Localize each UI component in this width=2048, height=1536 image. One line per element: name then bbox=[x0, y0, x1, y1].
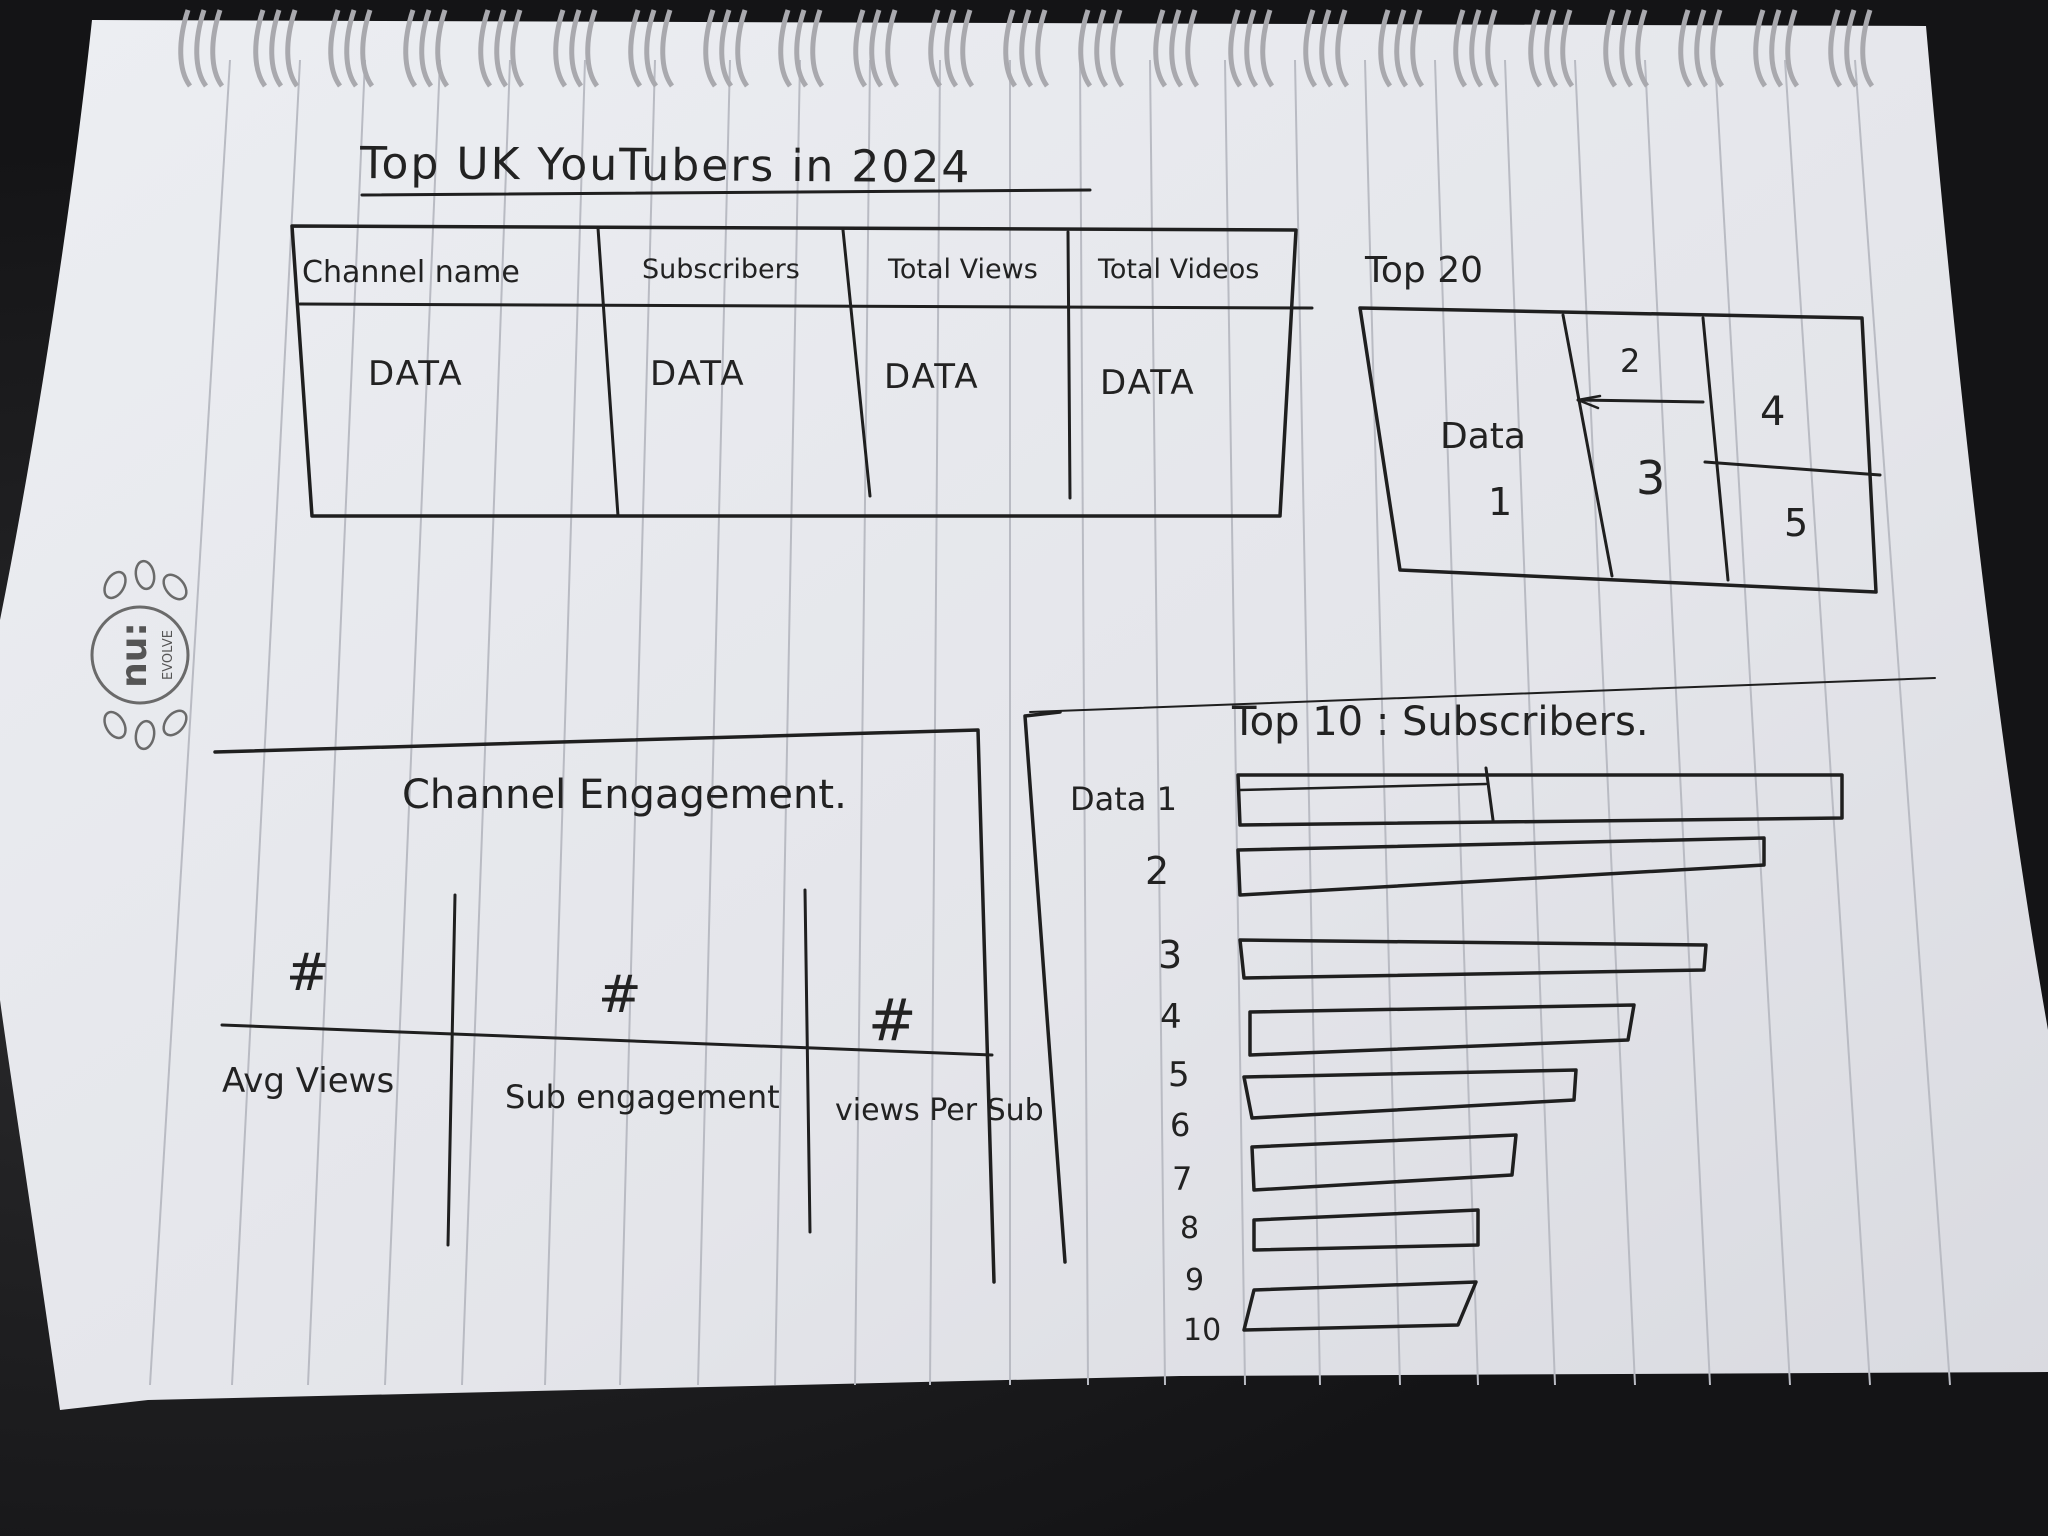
bar-rank-label: 7 bbox=[1172, 1160, 1192, 1198]
kpi-label-views-per-sub: views Per Sub bbox=[835, 1093, 1044, 1128]
treemap-label: 3 bbox=[1636, 451, 1665, 505]
treemap-divider bbox=[1576, 398, 1705, 404]
channel-table: Channel name Subscribers Total Views Tot… bbox=[290, 224, 1314, 518]
table-cell-data: DATA bbox=[650, 354, 746, 394]
section-divider bbox=[1029, 677, 1936, 713]
engagement-outline bbox=[213, 728, 996, 1284]
bar bbox=[1252, 1208, 1480, 1252]
table-header-channel-name: Channel name bbox=[302, 255, 520, 290]
bar bbox=[1248, 1003, 1636, 1057]
table-col-divider bbox=[596, 226, 620, 518]
arrow-icon bbox=[1576, 394, 1602, 410]
table-col-divider bbox=[841, 228, 872, 498]
bar-rank-label: 6 bbox=[1170, 1106, 1190, 1144]
title-underline bbox=[360, 188, 1092, 197]
treemap-label: 4 bbox=[1760, 389, 1785, 435]
treemap-divider bbox=[1561, 313, 1614, 578]
bar-rank-label: 8 bbox=[1180, 1211, 1199, 1246]
treemap-label: 2 bbox=[1620, 342, 1640, 380]
treemap-outline bbox=[1358, 306, 1878, 594]
logo-brand: nu: bbox=[114, 622, 155, 688]
kpi-value: # bbox=[868, 986, 919, 1054]
bar-rank-label: 10 bbox=[1183, 1313, 1221, 1348]
table-col-divider bbox=[1066, 230, 1072, 500]
chart-frame bbox=[1023, 710, 1067, 1264]
kpi-label-sub-engagement: Sub engagement bbox=[505, 1078, 780, 1116]
nu-evolve-logo: nu: EVOLVE bbox=[90, 559, 190, 751]
engagement-col-divider bbox=[803, 888, 812, 1234]
bar bbox=[1238, 938, 1708, 980]
table-header-divider bbox=[298, 302, 1314, 310]
treemap-title: Top 20 bbox=[1364, 250, 1483, 291]
logo-tagline: EVOLVE bbox=[161, 630, 176, 680]
engagement-title: Channel Engagement. bbox=[402, 772, 847, 818]
channel-engagement-panel: Channel Engagement. # # # Avg Views Sub … bbox=[213, 728, 1044, 1284]
treemap-label-main: Data bbox=[1440, 416, 1526, 457]
leaf-wreath-icon bbox=[103, 559, 188, 751]
ruled-lines bbox=[149, 59, 1951, 1386]
kpi-label-avg-views: Avg Views bbox=[222, 1061, 394, 1101]
bar-rank-label: 4 bbox=[1160, 997, 1182, 1037]
engagement-row-divider bbox=[220, 1023, 994, 1057]
bar-rank-label: 5 bbox=[1168, 1055, 1190, 1095]
top20-treemap: Top 20 Data 1 2 3 4 5 bbox=[1358, 250, 1882, 594]
kpi-value: # bbox=[598, 965, 644, 1025]
bar-label-first: Data 1 bbox=[1070, 780, 1177, 818]
bar-partial bbox=[1238, 782, 1488, 792]
table-header-subscribers: Subscribers bbox=[642, 254, 800, 285]
table-outline bbox=[290, 224, 1298, 518]
bar-rank-label: 2 bbox=[1145, 849, 1169, 893]
engagement-col-divider bbox=[446, 893, 457, 1247]
bar-split bbox=[1484, 766, 1495, 822]
spiral-binding bbox=[178, 10, 1872, 86]
bar-rank-label: 3 bbox=[1158, 933, 1182, 977]
table-cell-data: DATA bbox=[1100, 363, 1196, 403]
bar bbox=[1250, 1133, 1518, 1192]
table-cell-data: DATA bbox=[884, 357, 980, 397]
kpi-value: # bbox=[286, 943, 332, 1003]
treemap-label: 5 bbox=[1784, 501, 1808, 545]
dashboard-title: Top UK YouTubers in 2024 bbox=[359, 138, 972, 193]
bar-rank-label: 9 bbox=[1185, 1263, 1204, 1298]
table-header-total-views: Total Views bbox=[887, 254, 1038, 285]
bar bbox=[1242, 1280, 1478, 1332]
top10-subscribers-chart: Top 10 : Subscribers. Data 1 2 3 4 5 6 7… bbox=[1023, 699, 1844, 1348]
treemap-divider bbox=[1703, 460, 1882, 477]
treemap-divider bbox=[1701, 316, 1730, 582]
table-cell-data: DATA bbox=[368, 354, 464, 394]
treemap-label-main-rank: 1 bbox=[1488, 480, 1512, 524]
bar bbox=[1242, 1068, 1578, 1120]
bar-chart-title: Top 10 : Subscribers. bbox=[1231, 699, 1649, 745]
bar bbox=[1236, 773, 1844, 827]
table-header-total-videos: Total Videos bbox=[1097, 254, 1259, 285]
bar bbox=[1236, 836, 1766, 897]
